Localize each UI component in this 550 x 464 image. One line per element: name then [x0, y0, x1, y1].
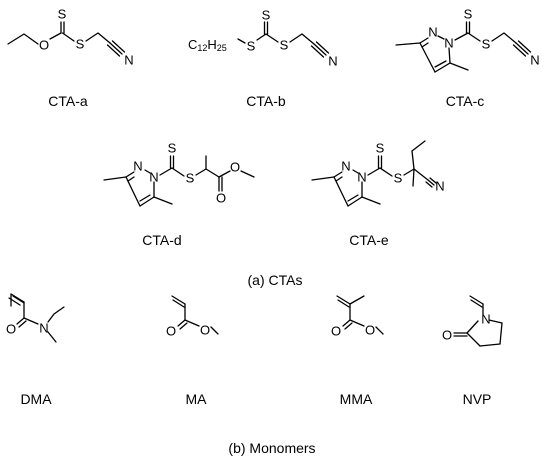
atom-oxygen: O	[6, 322, 16, 337]
atom-sulfur: S	[76, 37, 85, 52]
chain-hydrogen: H	[207, 37, 216, 52]
atom-nitrogen: N	[124, 53, 133, 68]
atom-oxygen: O	[39, 38, 49, 53]
atom-oxygen: O	[365, 323, 375, 338]
atom-nitrogen: N	[435, 179, 444, 194]
atom-sulfur: S	[280, 38, 289, 53]
caption-ctas: (a) CTAs	[248, 272, 303, 288]
atom-sulfur: S	[58, 7, 67, 22]
atom-oxygen: O	[216, 191, 226, 206]
nvp-label: NVP	[463, 391, 492, 407]
dodecyl-chain-label: C12H25	[188, 37, 227, 54]
atom-nitrogen: N	[428, 25, 437, 40]
cta-b-label: CTA-b	[246, 93, 286, 109]
caption-monomers: (b) Monomers	[228, 440, 315, 456]
structure-cta-d: N N S S O O	[103, 141, 255, 207]
atom-nitrogen: N	[357, 170, 366, 185]
atom-oxygen: O	[200, 323, 210, 338]
atom-nitrogen: N	[328, 54, 337, 69]
structure-nvp: N O	[442, 295, 503, 347]
atom-nitrogen: N	[39, 321, 48, 336]
atom-oxygen: O	[166, 324, 176, 339]
ma-label: MA	[186, 391, 208, 407]
cta-e-label: CTA-e	[349, 232, 389, 248]
atom-sulfur: S	[376, 141, 385, 156]
atom-nitrogen: N	[341, 159, 350, 174]
atom-sulfur: S	[464, 7, 473, 22]
atom-nitrogen: N	[149, 170, 158, 185]
structure-cta-e: N N S S N	[311, 140, 445, 207]
structure-ma: O O	[166, 295, 219, 339]
cta-d-label: CTA-d	[142, 232, 181, 248]
atom-oxygen: O	[442, 328, 452, 343]
cta-a-label: CTA-a	[48, 93, 88, 109]
structure-cta-b: C12H25 S S S N	[188, 8, 338, 69]
atom-oxygen: O	[331, 324, 341, 339]
atom-nitrogen: N	[481, 312, 490, 327]
atom-sulfur: S	[247, 39, 256, 54]
chain-carbon-count: 12	[197, 43, 207, 53]
chain-hydrogen-count: 25	[217, 43, 227, 53]
atom-sulfur: S	[482, 37, 491, 52]
atom-sulfur: S	[168, 141, 177, 156]
structure-cta-c: N N S S N	[395, 7, 540, 73]
mma-label: MMA	[340, 391, 373, 407]
atom-oxygen: O	[230, 160, 240, 175]
structure-dma: O N	[6, 293, 65, 343]
atom-nitrogen: N	[530, 53, 539, 68]
chain-carbon: C	[188, 37, 197, 52]
atom-sulfur: S	[262, 8, 271, 23]
atom-nitrogen: N	[444, 36, 453, 51]
atom-nitrogen: N	[133, 159, 142, 174]
cta-c-label: CTA-c	[446, 93, 485, 109]
atom-sulfur: S	[186, 171, 195, 186]
atom-sulfur: S	[394, 171, 403, 186]
structure-mma: O O	[331, 295, 384, 339]
dma-label: DMA	[20, 391, 52, 407]
structure-cta-a: O S S N	[7, 7, 134, 68]
